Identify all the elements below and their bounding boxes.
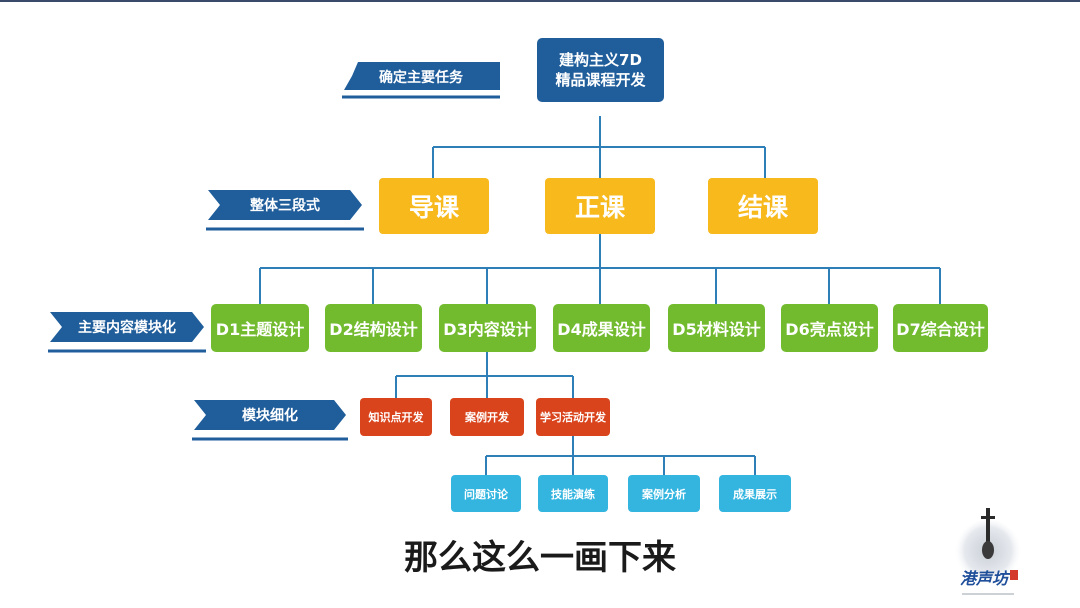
root-node-line2: 精品课程开发 xyxy=(555,71,646,89)
activity-node-discussion: 问题讨论 xyxy=(451,475,521,512)
row-label-three-stage-text: 整体三段式 xyxy=(250,198,320,214)
refine-node-case: 案例开发 xyxy=(450,398,524,436)
logo-emblem-icon: 港声坊 xyxy=(954,508,1022,595)
refine-node-knowledge: 知识点开发 xyxy=(360,398,432,436)
row-label-modularize-text: 主要内容模块化 xyxy=(78,320,176,336)
row-label-three-stage: 整体三段式 xyxy=(204,186,366,234)
stage-main-node: 正课 xyxy=(545,178,655,234)
activity-node-skill-drill: 技能演练 xyxy=(538,475,608,512)
root-node-line1: 建构主义7D xyxy=(559,51,642,69)
stage-intro-node: 导课 xyxy=(379,178,489,234)
root-node: 建构主义7D 精品课程开发 xyxy=(537,38,664,102)
activity-node-showcase: 成果展示 xyxy=(719,475,791,512)
module-node-d2: D2结构设计 xyxy=(325,304,422,352)
activity-node-case-analysis: 案例分析 xyxy=(628,475,700,512)
top-border xyxy=(0,0,1080,2)
arrow-tag-shape xyxy=(342,62,500,99)
row-label-main-task: 确定主要任务 xyxy=(340,60,502,104)
video-subtitle: 那么这么一画下来 xyxy=(404,538,676,578)
module-node-d6: D6亮点设计 xyxy=(781,304,878,352)
row-label-refine-text: 模块细化 xyxy=(242,408,298,424)
module-node-d5: D5材料设计 xyxy=(668,304,765,352)
arrow-tag-shape xyxy=(192,400,348,441)
module-node-d1: D1主题设计 xyxy=(211,304,309,352)
refine-node-activity: 学习活动开发 xyxy=(536,398,610,436)
arrow-tag-shape xyxy=(206,190,364,231)
arrow-tag-shape xyxy=(48,312,206,353)
module-node-d3: D3内容设计 xyxy=(439,304,536,352)
module-node-d7: D7综合设计 xyxy=(893,304,988,352)
channel-logo: 港声坊 xyxy=(948,504,1028,600)
row-label-refine: 模块细化 xyxy=(190,396,350,444)
logo-wordmark: 港声坊 xyxy=(960,569,1011,588)
module-node-d4: D4成果设计 xyxy=(553,304,650,352)
stage-conclusion-node: 结课 xyxy=(708,178,818,234)
row-label-main-task-text: 确定主要任务 xyxy=(379,70,463,86)
row-label-modularize: 主要内容模块化 xyxy=(46,308,208,356)
